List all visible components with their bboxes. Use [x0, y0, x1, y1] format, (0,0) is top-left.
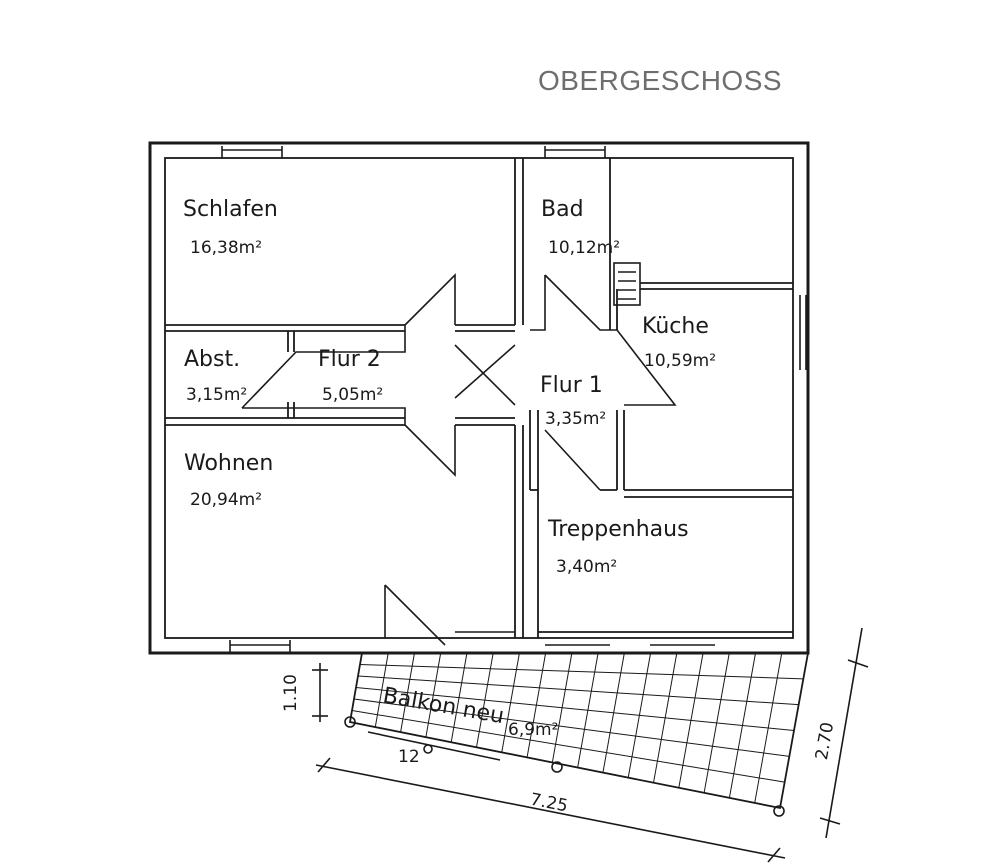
room-area-flur1: 3,35m²	[545, 409, 606, 429]
room-name-wohnen: Wohnen	[184, 451, 273, 476]
room-name-flur2: Flur 2	[318, 347, 381, 372]
room-name-kueche: Küche	[642, 314, 709, 339]
balcony-grid-line	[355, 687, 795, 731]
room-area-treppenhaus: 3,40m²	[556, 557, 617, 577]
room-name-schlafen: Schlafen	[183, 197, 278, 222]
room-area-bad: 10,12m²	[548, 238, 620, 258]
room-name-abst: Abst.	[184, 347, 240, 372]
room-name-treppenhaus: Treppenhaus	[547, 517, 689, 542]
balcony-grid-line	[357, 675, 799, 706]
balcony-grid-line	[353, 698, 790, 757]
room-area-wohnen: 20,94m²	[190, 490, 262, 510]
balcony-grid	[351, 652, 804, 804]
balcony-grid-line	[351, 710, 785, 783]
room-area-abst: 3,15m²	[186, 385, 247, 405]
balcony-grid-line	[359, 664, 804, 680]
door-swing	[384, 584, 515, 646]
balcony	[348, 652, 810, 810]
dim-balkon-depth: 1.10	[281, 674, 301, 712]
room-area-flur2: 5,05m²	[322, 385, 383, 405]
dim-angle: 12	[398, 747, 420, 767]
hallway-arrows	[241, 273, 677, 491]
dim-balkon-side: 2.70	[812, 721, 838, 762]
interior-walls	[165, 158, 793, 638]
windows	[221, 146, 807, 653]
room-area-balkon: 6,9m²	[508, 720, 558, 740]
plan-title: OBERGESCHOSS	[538, 65, 782, 96]
room-name-balkon: Balkon neu	[381, 683, 506, 729]
room-name-flur1: Flur 1	[540, 373, 603, 398]
room-area-schlafen: 16,38m²	[190, 238, 262, 258]
room-area-kueche: 10,59m²	[644, 351, 716, 371]
room-name-bad: Bad	[541, 197, 584, 222]
dim-balkon-width: 7.25	[528, 790, 569, 817]
dimension-lines	[312, 627, 869, 863]
room-labels: Schlafen 16,38m² Bad 10,12m² Küche 10,59…	[183, 197, 716, 740]
